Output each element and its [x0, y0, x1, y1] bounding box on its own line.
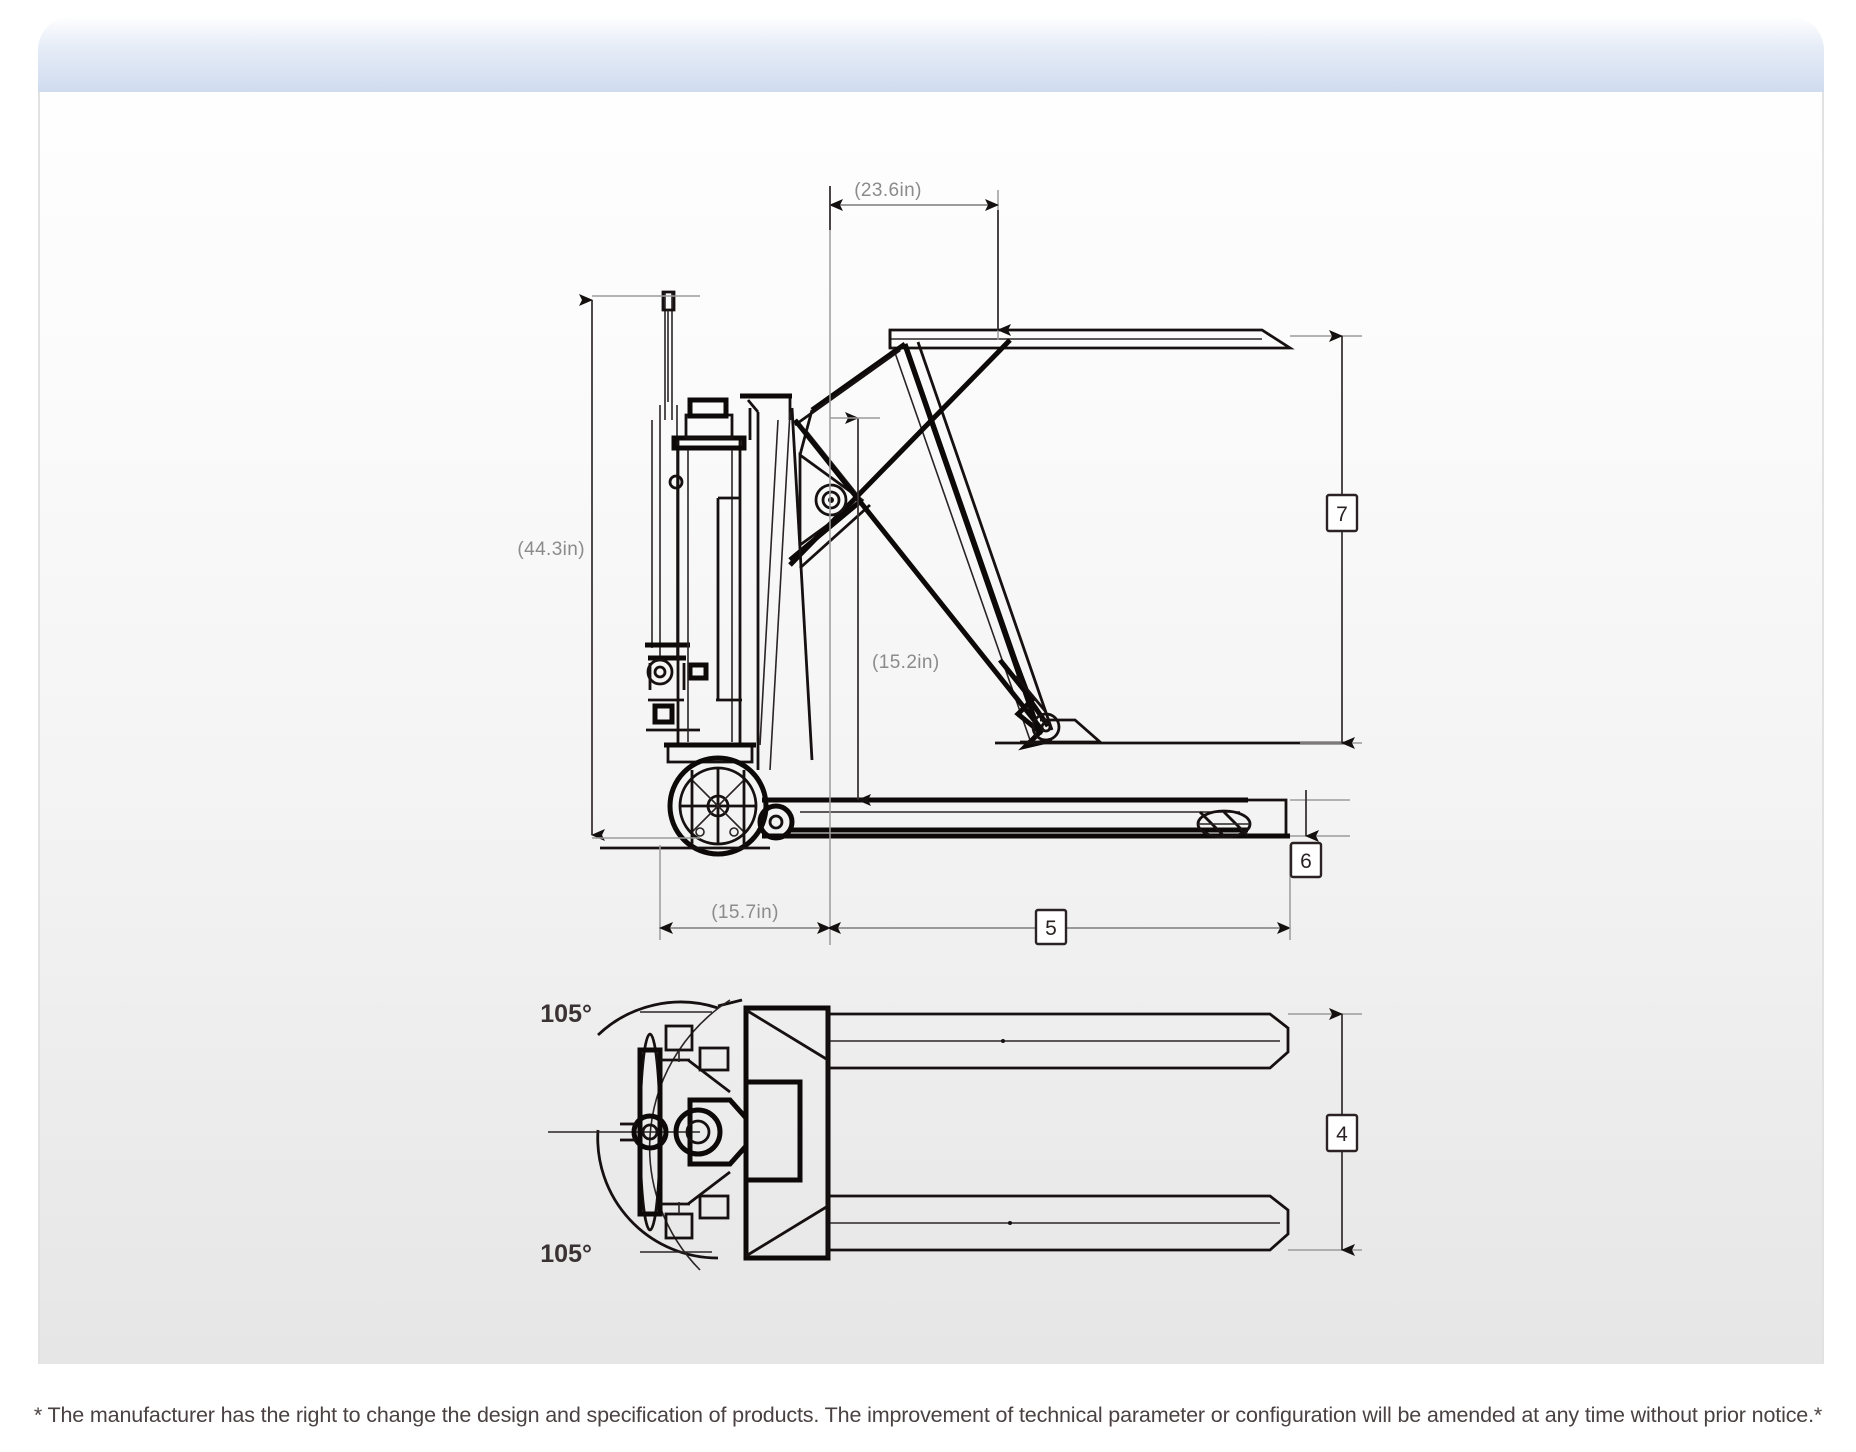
fork-beams	[762, 797, 1290, 839]
steering-angle-upper-label: 105°	[540, 1000, 592, 1028]
steering-angle-lower-label: 105°	[540, 1240, 592, 1268]
plan-view: 105° 105°	[540, 998, 1290, 1271]
steering-arc-upper	[597, 998, 743, 1037]
hydraulic-pump-cylinder	[664, 397, 756, 764]
fork-upper-plan	[828, 1012, 1290, 1070]
balloon-raised-height: 7	[1290, 330, 1362, 749]
tiller-handle-plan	[620, 1024, 694, 1240]
balloon-raised-height-label: 7	[1336, 503, 1348, 526]
balloon-lowered-height: 6	[1289, 790, 1350, 879]
chassis-plan	[743, 1005, 831, 1261]
balloon-overall-width: 4	[1288, 1008, 1362, 1256]
side-elevation-view	[600, 290, 1345, 857]
steering-wheel	[667, 755, 795, 857]
disclaimer-note: * The manufacturer has the right to chan…	[33, 1402, 1823, 1427]
chassis-length-dimension-label: (15.7in)	[711, 902, 779, 923]
steering-arc-lower	[596, 1129, 719, 1260]
balloon-lowered-height-label: 6	[1300, 850, 1312, 873]
truck-body	[600, 290, 1290, 857]
balloon-fork-length-label: 5	[1045, 917, 1057, 940]
fork-lower-plan	[828, 1194, 1290, 1252]
balloon-overall-width-label: 4	[1336, 1123, 1348, 1146]
mast-frame	[740, 393, 814, 771]
content-panel	[38, 92, 1824, 1364]
steering-sweep-arc	[648, 999, 731, 1271]
overall-height-dimension-label: (44.3in)	[517, 539, 585, 560]
header-bar	[38, 16, 1824, 94]
raised-fork-platform	[888, 328, 1295, 350]
scissor-lift-height-dimension: (15.2in)	[830, 412, 940, 806]
fork-reach-dimension: (23.6in)	[829, 180, 1011, 560]
balloon-fork-length: 5	[827, 845, 1291, 946]
scissor-lift-mechanism	[788, 338, 1104, 751]
fork-reach-dimension-label: (23.6in)	[854, 180, 922, 201]
handle-pivot-assembly	[645, 642, 709, 732]
technical-drawing: (23.6in) (44.3in) (15.2in)	[517, 180, 1362, 1271]
chassis-length-dimension: (15.7in)	[659, 560, 831, 945]
scissor-lift-height-dimension-label: (15.2in)	[872, 652, 940, 673]
overall-height-dimension: (44.3in)	[517, 294, 700, 841]
steering-wheel-housing-plan	[673, 1046, 749, 1220]
